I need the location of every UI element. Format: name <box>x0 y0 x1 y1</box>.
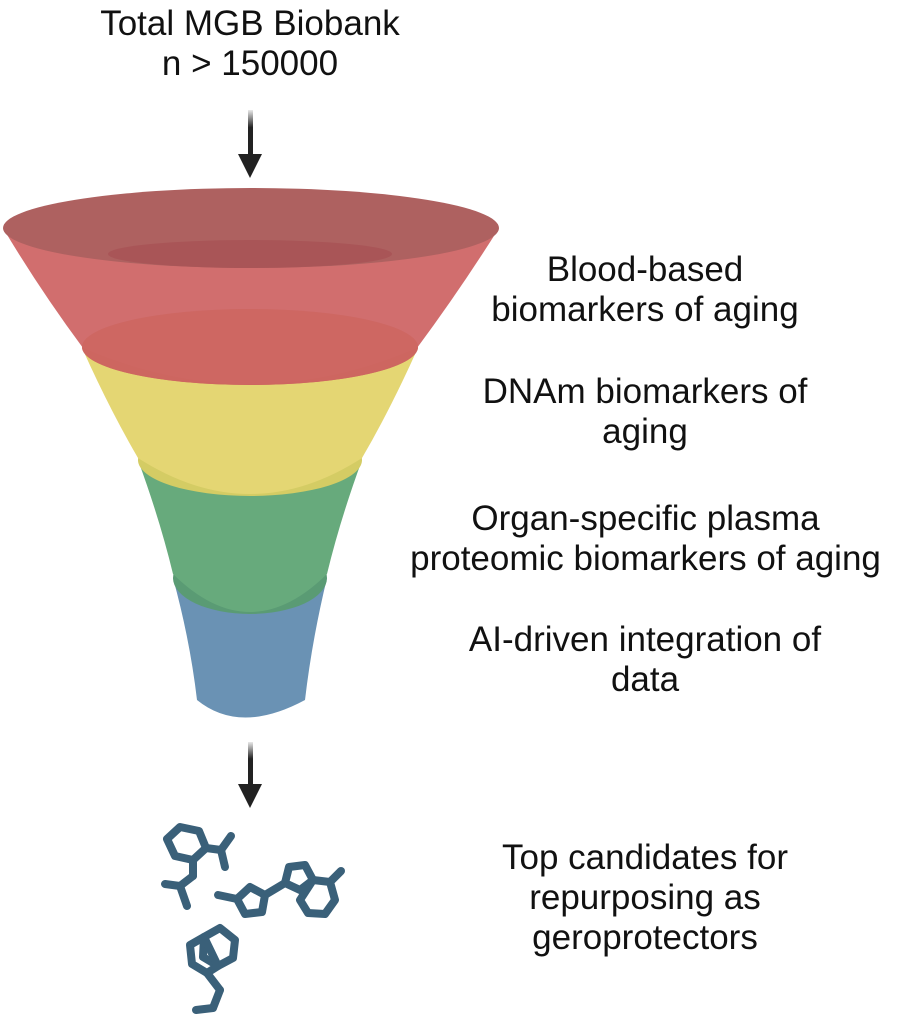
stage-label-line: DNAm biomarkers of <box>482 372 808 411</box>
stage-label-line: Blood-based <box>546 250 744 289</box>
stage-label-blood: Blood-based biomarkers of aging <box>420 250 870 330</box>
funnel-stage-dnam <box>83 350 417 494</box>
funnel-stage-ai-integration <box>173 578 327 718</box>
funnel-rim-inner <box>108 240 392 268</box>
source-title-line2: n > 150000 <box>161 44 339 83</box>
stage-label-proteomic: Organ-specific plasma proteomic biomarke… <box>370 499 921 579</box>
stage-label-line: AI-driven integration of <box>468 620 822 659</box>
molecule-2-icon <box>214 861 345 918</box>
molecule-1-icon <box>161 823 235 910</box>
funnel-stage-blood-lower-ellipse <box>82 309 418 385</box>
arrow-down-icon <box>238 742 262 808</box>
stage-label-line: proteomic biomarkers of aging <box>410 539 881 578</box>
source-title: Total MGB Biobank n > 150000 <box>0 4 500 84</box>
stage-label-line: biomarkers of aging <box>491 290 799 329</box>
stage-label-line: Organ-specific plasma <box>471 499 820 538</box>
output-label: Top candidates for repurposing as geropr… <box>420 838 870 958</box>
stage-label-line: aging <box>602 412 688 451</box>
arrow-down-icon <box>238 110 262 178</box>
output-label-line: repurposing as <box>529 878 761 917</box>
funnel-stage-proteomic <box>138 460 362 612</box>
stage-label-ai-integration: AI-driven integration of data <box>420 620 870 700</box>
stage-label-line: data <box>610 660 680 699</box>
molecule-structures-icon <box>161 823 345 1014</box>
source-title-line1: Total MGB Biobank <box>100 4 400 43</box>
output-label-line: Top candidates for <box>501 838 788 877</box>
output-label-line: geroprotectors <box>532 918 758 957</box>
molecule-3-icon <box>186 924 239 1014</box>
stage-label-dnam: DNAm biomarkers of aging <box>420 372 870 452</box>
